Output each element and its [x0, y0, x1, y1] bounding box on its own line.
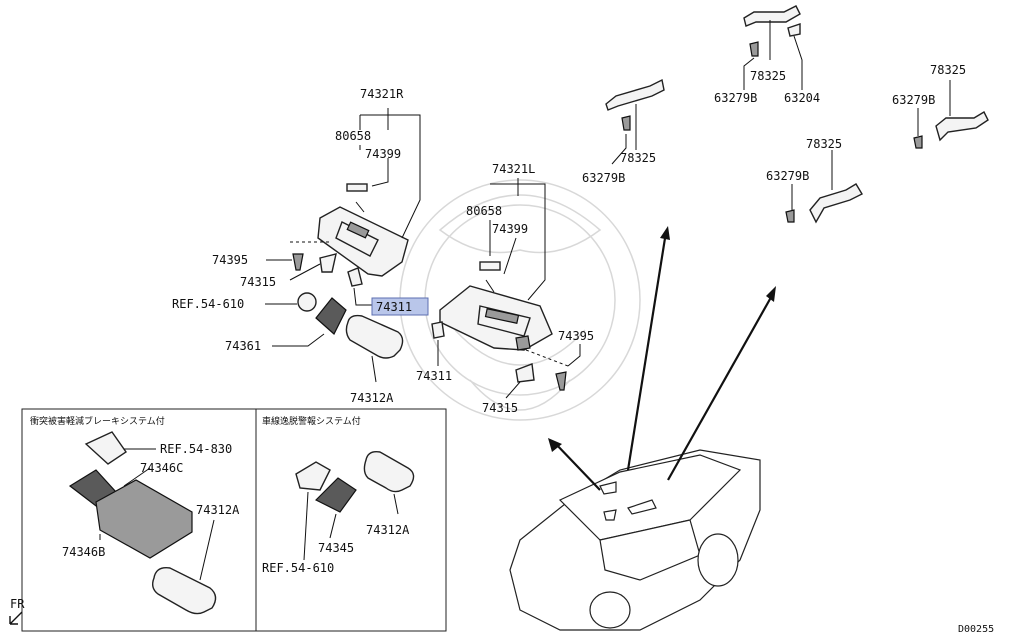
assist-grip-78325-d[interactable]	[809, 183, 863, 224]
clip-visor-hinge[interactable]	[515, 335, 531, 351]
rear-view-mirror-74312A[interactable]	[345, 314, 404, 359]
assist-grip-78325-c[interactable]	[935, 111, 989, 142]
label-78325-c: 78325	[930, 63, 966, 77]
mirror-lamp-lens-l[interactable]	[479, 261, 501, 271]
mirror-74312A-box1[interactable]	[151, 567, 217, 615]
label-78325-d: 78325	[806, 137, 842, 151]
label-63279B-a: 63279B	[582, 171, 625, 185]
label-78325-b: 78325	[750, 69, 786, 83]
label-74346C: 74346C	[140, 461, 183, 475]
screw-74395-right[interactable]	[555, 371, 567, 391]
cover-74346C[interactable]	[95, 479, 193, 559]
fr-arrow-icon	[9, 611, 23, 625]
box1-title: 衝突被害軽減ブレーキシステム付	[30, 415, 165, 427]
clip-74315-right[interactable]	[515, 363, 535, 383]
label-74321L: 74321L	[492, 162, 535, 176]
label-74315-right: 74315	[482, 401, 518, 415]
label-63279B-d: 63279B	[766, 169, 809, 183]
label-74399-l: 74399	[492, 222, 528, 236]
label-74312A-a: 74312A	[350, 391, 394, 405]
bolt-63279B-c[interactable]	[913, 135, 923, 149]
screw-74395-left[interactable]	[292, 253, 304, 271]
ref-54-610-bulb[interactable]	[297, 292, 317, 312]
label-74345: 74345	[318, 541, 354, 555]
label-74361: 74361	[225, 339, 261, 353]
clip-pin-r	[355, 201, 365, 213]
label-ref-54-610-a: REF.54-610	[172, 297, 244, 311]
label-74311-b: 74311	[416, 369, 452, 383]
assist-grip-78325-b[interactable]	[743, 5, 801, 27]
diagram-id: D00255	[958, 624, 994, 635]
cover-box2[interactable]	[295, 461, 331, 491]
bolt-63279B-b[interactable]	[749, 41, 759, 57]
label-74312A-b: 74312A	[196, 503, 240, 517]
label-78325-a: 78325	[620, 151, 656, 165]
bracket-74345[interactable]	[314, 477, 357, 513]
label-74346B: 74346B	[62, 545, 105, 559]
ref-54-830-part[interactable]	[84, 431, 127, 465]
label-74321R: 74321R	[360, 87, 404, 101]
map-lamp-74361[interactable]	[315, 297, 347, 335]
label-74399-r: 74399	[365, 147, 401, 161]
label-ref-54-610-b: REF.54-610	[262, 561, 334, 575]
sun-visor-right[interactable]	[317, 206, 409, 277]
holder-74311-left[interactable]	[347, 267, 363, 287]
cap-63204[interactable]	[787, 23, 801, 37]
sun-visor-left[interactable]	[439, 285, 553, 351]
subdiagram-frame	[21, 408, 447, 632]
mirror-74312A-box2[interactable]	[363, 450, 415, 493]
pointer-arrows	[548, 226, 776, 491]
assist-grip-78325-a[interactable]	[605, 78, 665, 111]
label-74395-left: 74395	[212, 253, 248, 267]
box2-title: 車線逸脱警報システム付	[262, 415, 361, 427]
label-80658-l: 80658	[466, 204, 502, 218]
clip-74315-left[interactable]	[319, 253, 337, 273]
label-74315-left: 74315	[240, 275, 276, 289]
label-74395-right: 74395	[558, 329, 594, 343]
mirror-lamp-lens-r[interactable]	[346, 183, 368, 192]
label-80658-r: 80658	[335, 129, 371, 143]
label-63204: 63204	[784, 91, 820, 105]
highlight-74311[interactable]	[371, 297, 429, 316]
bolt-63279B-d[interactable]	[785, 209, 795, 223]
bolt-63279B-a[interactable]	[621, 115, 631, 131]
label-ref-54-830: REF.54-830	[160, 442, 232, 456]
label-63279B-c: 63279B	[892, 93, 935, 107]
label-74312A-c: 74312A	[366, 523, 410, 537]
watermark-emblem	[399, 179, 641, 421]
label-63279B-b: 63279B	[714, 91, 757, 105]
holder-74311-right[interactable]	[431, 321, 445, 339]
vehicle-silhouette	[509, 449, 761, 631]
label-74311-highlighted: 74311	[376, 300, 412, 314]
fr-indicator: FR	[10, 597, 25, 611]
